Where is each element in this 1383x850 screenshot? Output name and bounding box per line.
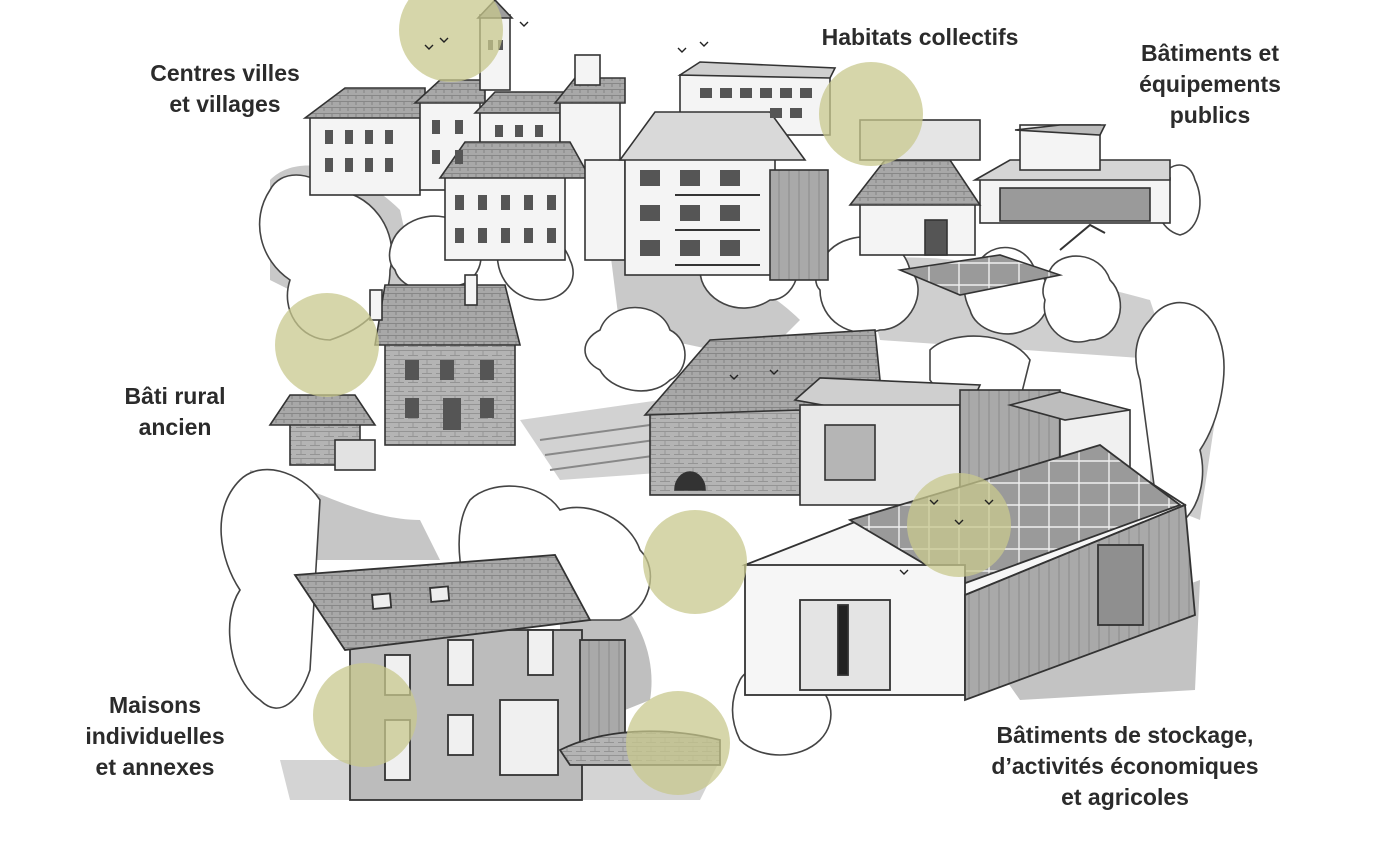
label-habitats-collectifs: Habitats collectifs (800, 22, 1040, 53)
label-line: Bâti rural (124, 383, 226, 409)
highlight-circle-stone-wall (626, 691, 730, 795)
label-batiments-stockage: Bâtiments de stockage, d’activités écono… (965, 720, 1285, 813)
label-line: Bâtiments et (1140, 40, 1280, 66)
label-line: Habitats collectifs (821, 24, 1019, 50)
label-line: publics (1169, 102, 1251, 128)
label-bati-rural: Bâti rural ancien (95, 381, 255, 443)
label-line: et agricoles (1061, 784, 1189, 810)
label-line: équipements (1139, 71, 1281, 97)
label-centres-villes: Centres villes et villages (120, 58, 330, 120)
highlight-circle-apartments (819, 62, 923, 166)
bird-icons (424, 21, 994, 575)
label-line: et annexes (95, 754, 215, 780)
label-line: individuelles (85, 723, 225, 749)
highlight-circle-house-facade (313, 663, 417, 767)
highlight-circles (275, 0, 1011, 795)
label-batiments-publics: Bâtiments et équipements publics (1110, 38, 1310, 131)
highlight-circle-rural (275, 293, 379, 397)
label-line: d’activités économiques (991, 753, 1259, 779)
label-line: et villages (169, 91, 281, 117)
old-rural-buildings (268, 274, 881, 496)
old-town-cluster (302, 0, 626, 261)
label-line: ancien (138, 414, 212, 440)
label-maisons-individuelles: Maisons individuelles et annexes (60, 690, 250, 783)
label-line: Centres villes (150, 60, 300, 86)
highlight-circle-old-town (399, 0, 503, 82)
public-buildings (848, 119, 1171, 296)
label-line: Maisons (108, 692, 202, 718)
highlight-circle-center (643, 510, 747, 614)
highlight-circle-solar-roof (907, 473, 1011, 577)
label-line: Bâtiments de stockage, (996, 722, 1254, 748)
apartment-buildings (618, 61, 837, 281)
